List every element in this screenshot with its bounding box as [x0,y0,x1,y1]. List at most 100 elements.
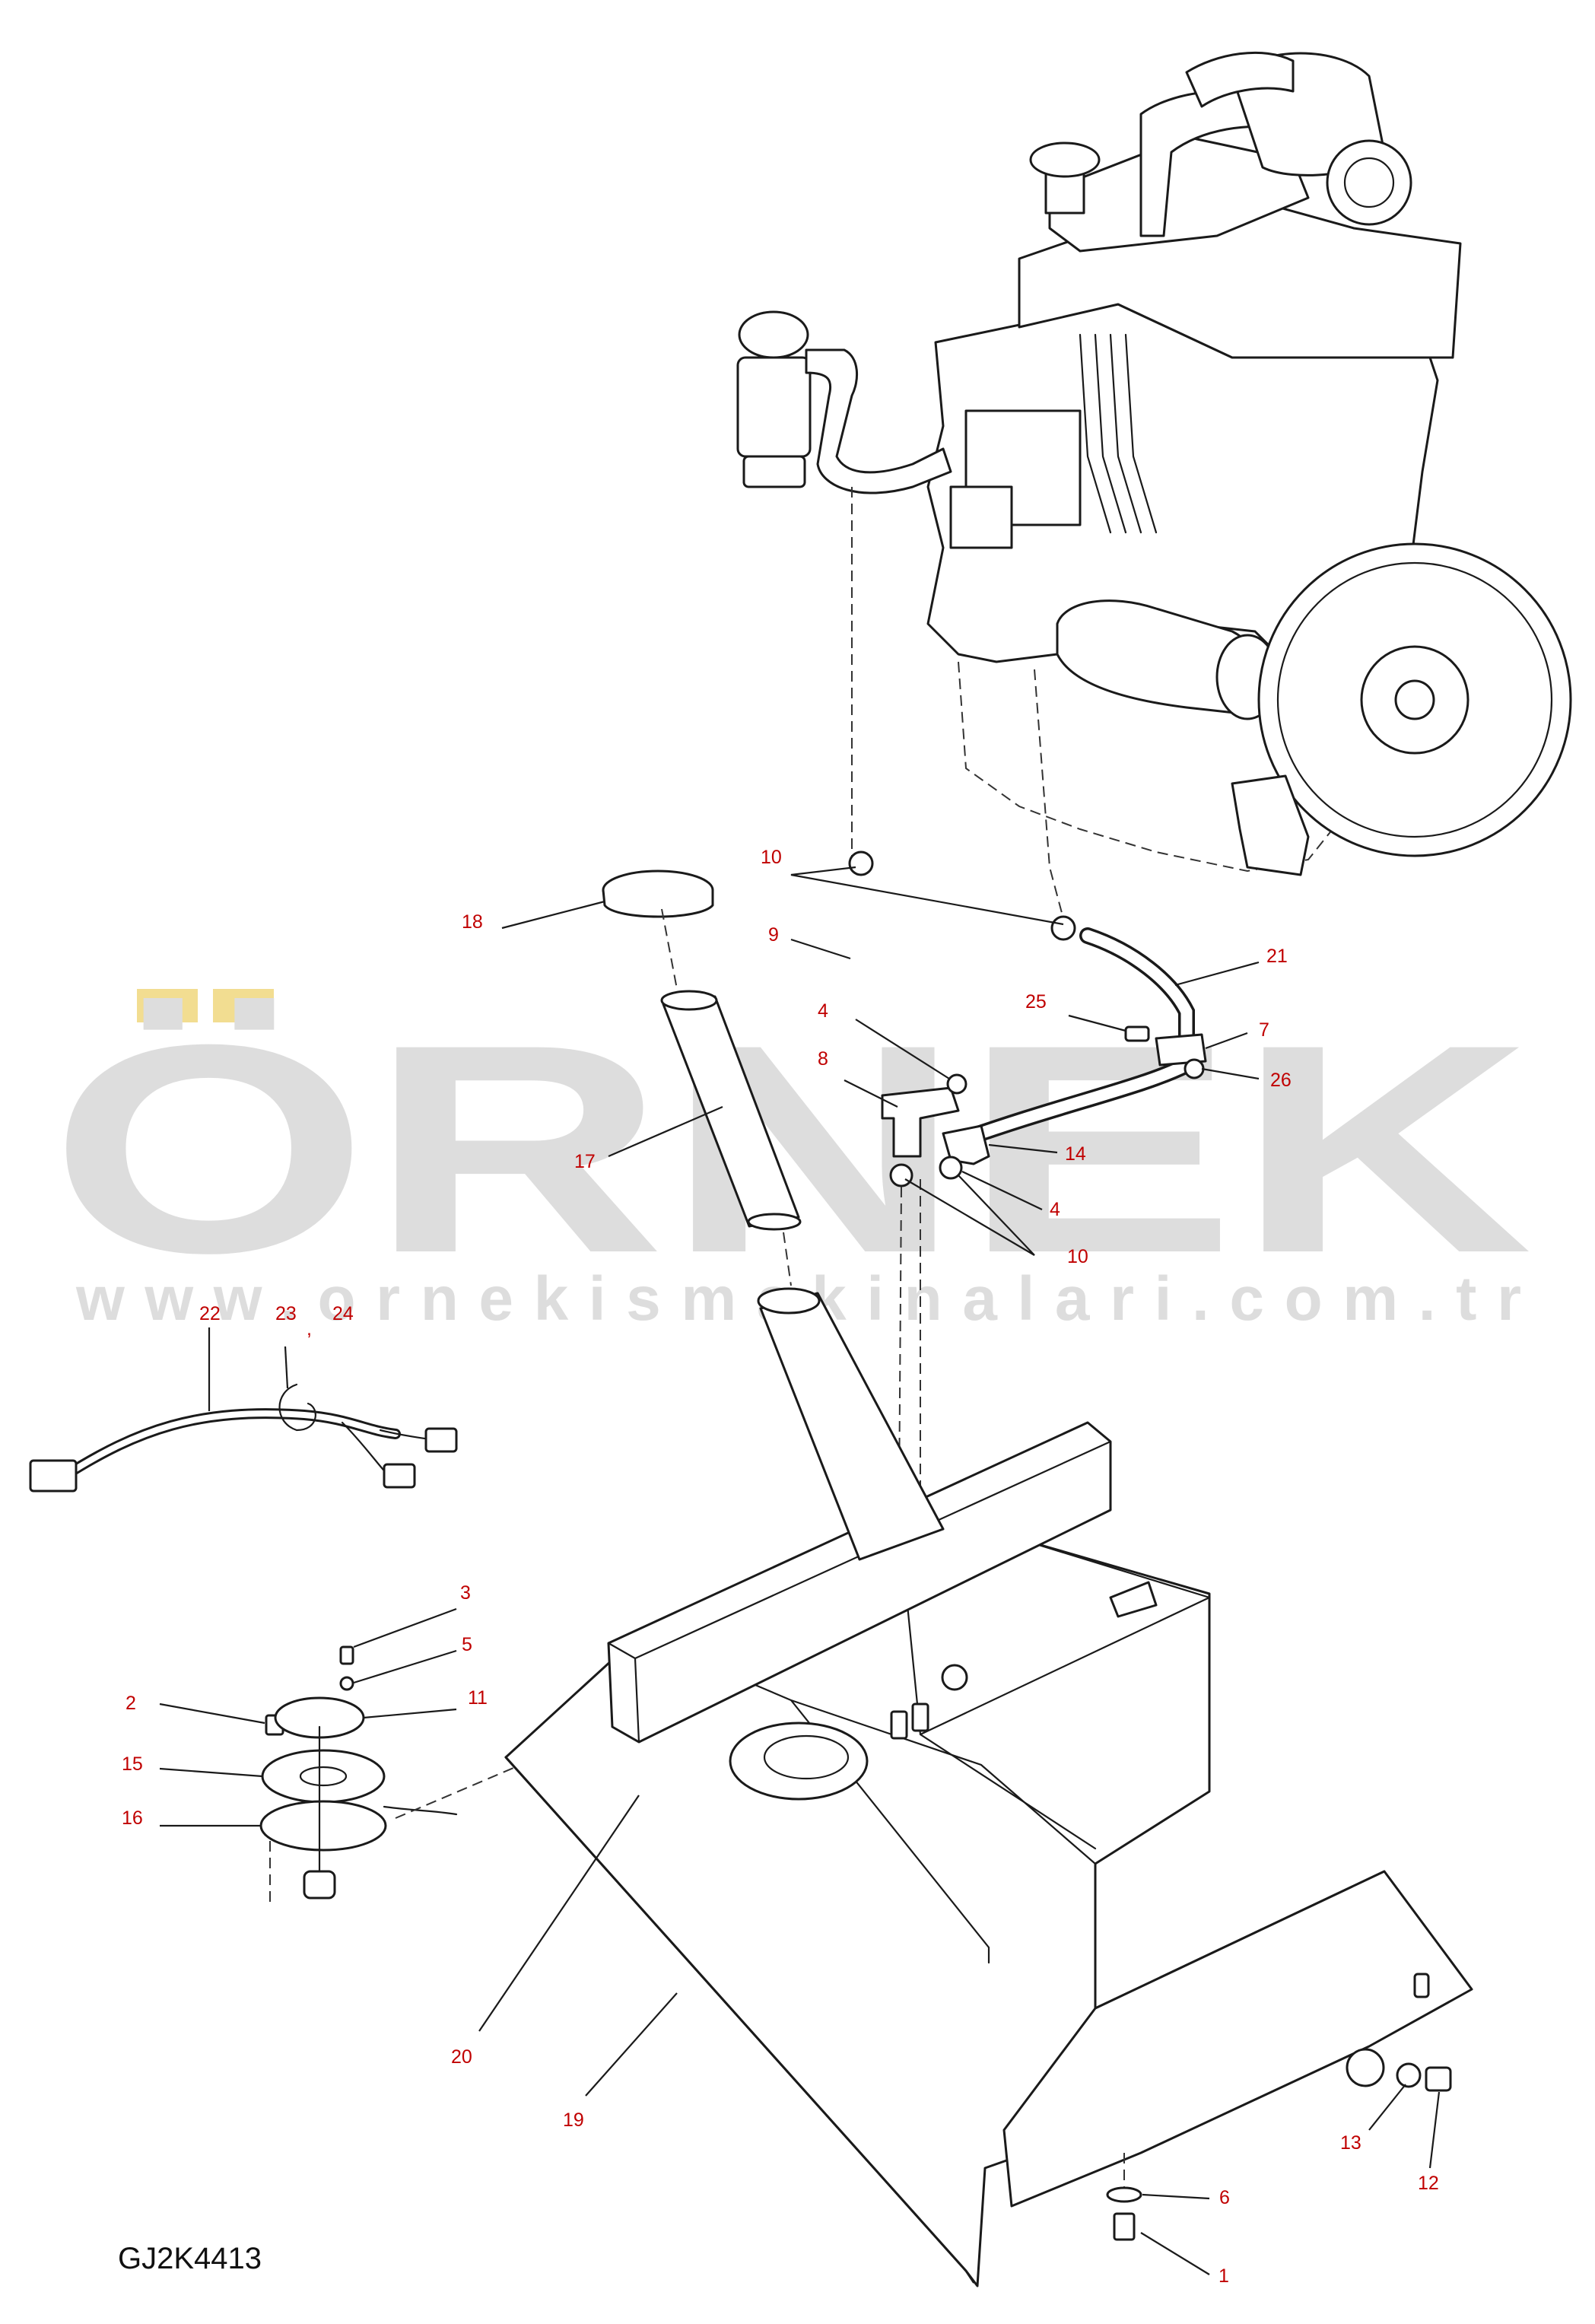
washer-13 [1396,2062,1422,2088]
callout-24: 24 [332,1303,354,1324]
watermark: ÖRNEK www.ornekismakinalari.com.tr [49,983,1533,1334]
engine-assembly [736,51,1572,925]
bolt-25 [1124,1025,1150,1042]
callout-23-24-comma: , [307,1318,312,1340]
callout-2: 2 [126,1693,136,1714]
filler-hidden-axis [661,908,792,1286]
tank-fitting-b [911,1702,929,1732]
leader-13 [1368,2084,1406,2131]
tank-filler-spout-top [757,1287,821,1315]
leader-2 [159,1702,265,1725]
hose-21-return-inner [952,930,1193,1147]
fuel-filter-bowl [742,455,806,488]
leader-1 [1140,2232,1210,2275]
leader-7 [1205,1032,1248,1050]
callout-13: 13 [1340,2132,1361,2154]
leader-14 [988,1143,1058,1154]
leader-lines [159,866,1441,2275]
fitting-4-lower [939,1156,963,1180]
callout-8: 8 [818,1048,828,1070]
engine-turbo-outlet-inner [1343,157,1395,208]
leader-11 [363,1708,457,1719]
tank-sender-port [729,1722,869,1801]
clamp-10-top [848,850,874,876]
leader-9 [790,938,851,960]
leader-10a [790,866,1064,926]
leader-17 [608,1105,723,1158]
callout-18: 18 [462,911,483,933]
leader-15 [159,1767,263,1778]
callout-19: 19 [563,2109,584,2131]
callout-6: 6 [1219,2187,1230,2208]
engine-mount [1231,774,1310,876]
callout-5: 5 [462,1634,472,1655]
leader-25 [1068,1014,1126,1032]
callout-16: 16 [122,1807,143,1829]
engine-injection-lines [1079,333,1158,534]
leader-6 [1142,2193,1210,2200]
washer-5 [339,1676,354,1691]
clamp-10-hose21 [1050,915,1076,941]
drawing-code: GJ2K4413 [118,2242,262,2275]
bolt-3 [339,1645,354,1665]
callout-22: 22 [199,1303,221,1324]
sender-float [303,1870,336,1900]
connector-right-a [424,1427,458,1453]
rail-20 [607,1421,1112,1744]
callouts: 1 2 3 4 4 5 6 7 8 9 10 10 11 12 13 14 15… [122,847,1439,2287]
filler-tube-17-top [660,990,718,1011]
leader-26 [1201,1067,1260,1080]
plug-12 [1425,2066,1452,2092]
leader-12 [1428,2091,1441,2169]
callout-12: 12 [1418,2173,1439,2194]
leader-4a [855,1019,950,1079]
connector-left [29,1459,78,1493]
clamp-10-lower [889,1163,913,1187]
rail-20-top [607,1440,1112,1744]
bracket-14 [942,1124,990,1165]
nut-26 [1184,1058,1205,1079]
engine-top-hose [1185,51,1295,108]
leader-4b [961,1171,1043,1210]
callout-17: 17 [574,1151,596,1172]
leader-23 [284,1346,289,1389]
tank-step [904,1535,1211,1850]
tank-drain-boss [1346,2048,1385,2087]
leader-18 [501,900,605,930]
callout-3: 3 [460,1582,471,1604]
leader-3 [353,1607,457,1648]
callout-9: 9 [768,924,779,946]
leader-8 [844,1079,898,1108]
leader-10b [904,1175,1035,1256]
callout-25: 25 [1025,991,1047,1013]
tank-shelf [1002,1870,1473,2208]
filler-parts [602,870,802,1286]
callout-14: 14 [1065,1143,1086,1165]
tank-fitting-a [890,1710,908,1740]
watermark-dot-right [213,989,274,1022]
engine-filler-cap [1029,141,1101,178]
wire-harness [29,1383,458,1493]
callout-4a: 4 [818,1000,828,1022]
watermark-brand: ÖRNEK [49,983,1533,1315]
fuel-filter-pipe [805,348,952,494]
fuel-filter-body [736,356,812,458]
leader-20 [478,1795,640,2032]
tank-nut [941,1664,968,1691]
leader-21 [1174,961,1260,987]
washer-6 [1106,2186,1142,2203]
callout-10b: 10 [1067,1246,1088,1267]
hose-9-supply-inner [846,884,961,1094]
callout-20: 20 [451,2046,472,2068]
fuel-tank [504,1287,1473,2287]
sender-rod [318,1725,458,1881]
callout-11: 11 [468,1687,488,1709]
callout-10a: 10 [761,847,782,868]
filler-tube-17-bottom [747,1213,802,1231]
callout-15: 15 [122,1753,143,1775]
engine-flywheel-center [1394,679,1435,720]
engine-flywheel-ring [1276,561,1553,838]
callout-1: 1 [1218,2265,1229,2287]
callout-26: 26 [1270,1070,1292,1091]
